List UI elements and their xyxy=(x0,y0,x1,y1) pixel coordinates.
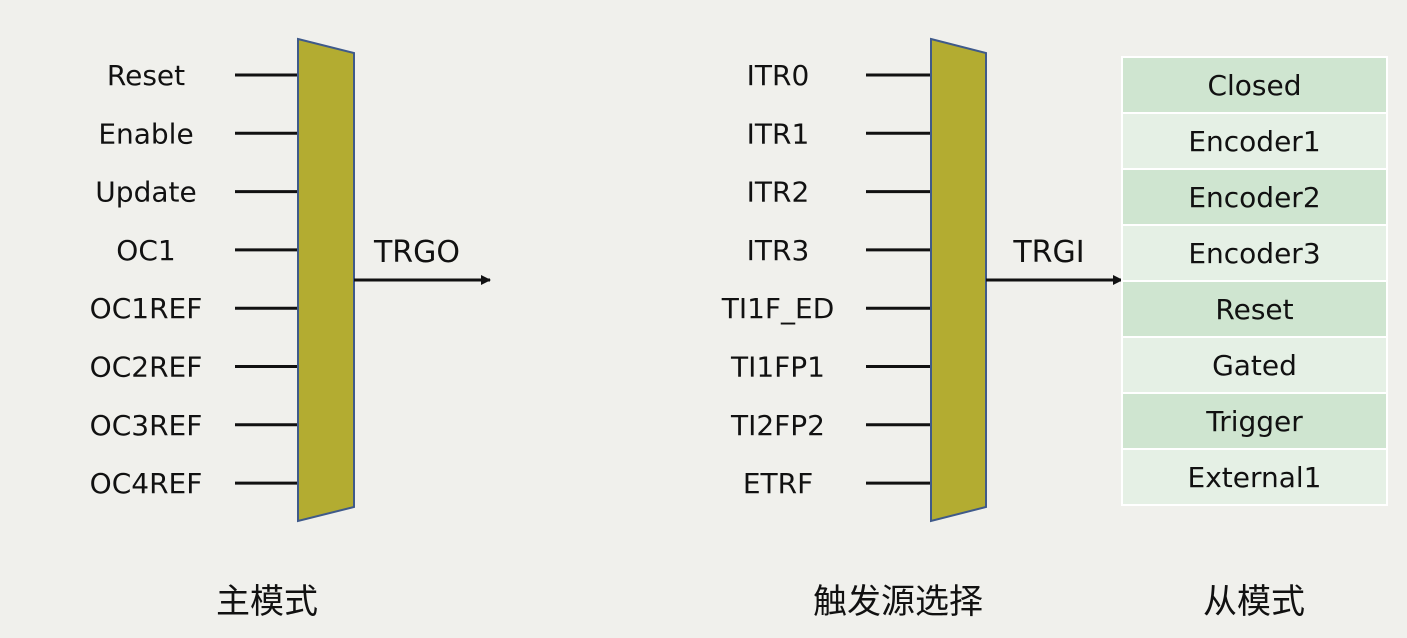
trgi-label: TRGI xyxy=(1012,235,1084,270)
slave-mode-cell xyxy=(1121,224,1388,282)
trigger-source-group: ITR0ITR1ITR2ITR3TI1F_EDTI1FP1TI2FP2ETRF … xyxy=(721,37,1123,622)
slave-mode-cell xyxy=(1121,56,1388,114)
slave-mode-cell xyxy=(1121,168,1388,226)
trigger-mux xyxy=(930,37,987,523)
trigger-input-label: ITR2 xyxy=(747,176,810,209)
slave-mode-cell xyxy=(1121,336,1388,394)
master-input-label: OC1 xyxy=(116,234,175,267)
master-input-label: Enable xyxy=(98,117,193,150)
trigger-input-label: ITR0 xyxy=(747,59,810,92)
master-input-label: OC4REF xyxy=(90,467,203,500)
slave-mode-cell xyxy=(1121,448,1388,506)
trgo-label: TRGO xyxy=(373,235,460,270)
master-mux xyxy=(297,37,355,523)
master-input-label: OC1REF xyxy=(90,292,203,325)
trigger-input-label: ITR1 xyxy=(747,117,810,150)
slave-mode-label: Closed xyxy=(1207,69,1301,102)
trigger-input-label: TI1F_ED xyxy=(721,292,835,325)
slave-mode-label: Trigger xyxy=(1205,405,1303,438)
slave-mode-table: ClosedEncoder1Encoder2Encoder3ResetGated… xyxy=(1121,56,1388,506)
slave-mode-label: Reset xyxy=(1215,293,1293,326)
master-input-label: OC3REF xyxy=(90,409,203,442)
trigger-input-label: TI2FP2 xyxy=(730,409,825,442)
trigger-input-label: TI1FP1 xyxy=(730,351,825,384)
master-input-label: Reset xyxy=(107,59,185,92)
master-input-label: Update xyxy=(95,176,196,209)
trigger-input-label: ITR3 xyxy=(747,234,810,267)
master-input-label: OC2REF xyxy=(90,351,203,384)
slave-mode-label: Encoder3 xyxy=(1188,237,1320,270)
slave-mode-caption: 从模式 xyxy=(1203,582,1305,622)
slave-mode-label: Encoder1 xyxy=(1188,125,1320,158)
trigger-source-caption: 触发源选择 xyxy=(813,582,983,622)
slave-mode-group: ClosedEncoder1Encoder2Encoder3ResetGated… xyxy=(1121,56,1388,622)
master-mode-caption: 主模式 xyxy=(216,582,318,622)
slave-mode-label: External1 xyxy=(1188,461,1322,494)
slave-mode-cell xyxy=(1121,112,1388,170)
slave-mode-cell xyxy=(1121,392,1388,450)
slave-mode-label: Gated xyxy=(1212,349,1297,382)
slave-mode-label: Encoder2 xyxy=(1188,181,1320,214)
slave-mode-cell xyxy=(1121,280,1388,338)
trigger-input-label: ETRF xyxy=(743,467,813,500)
